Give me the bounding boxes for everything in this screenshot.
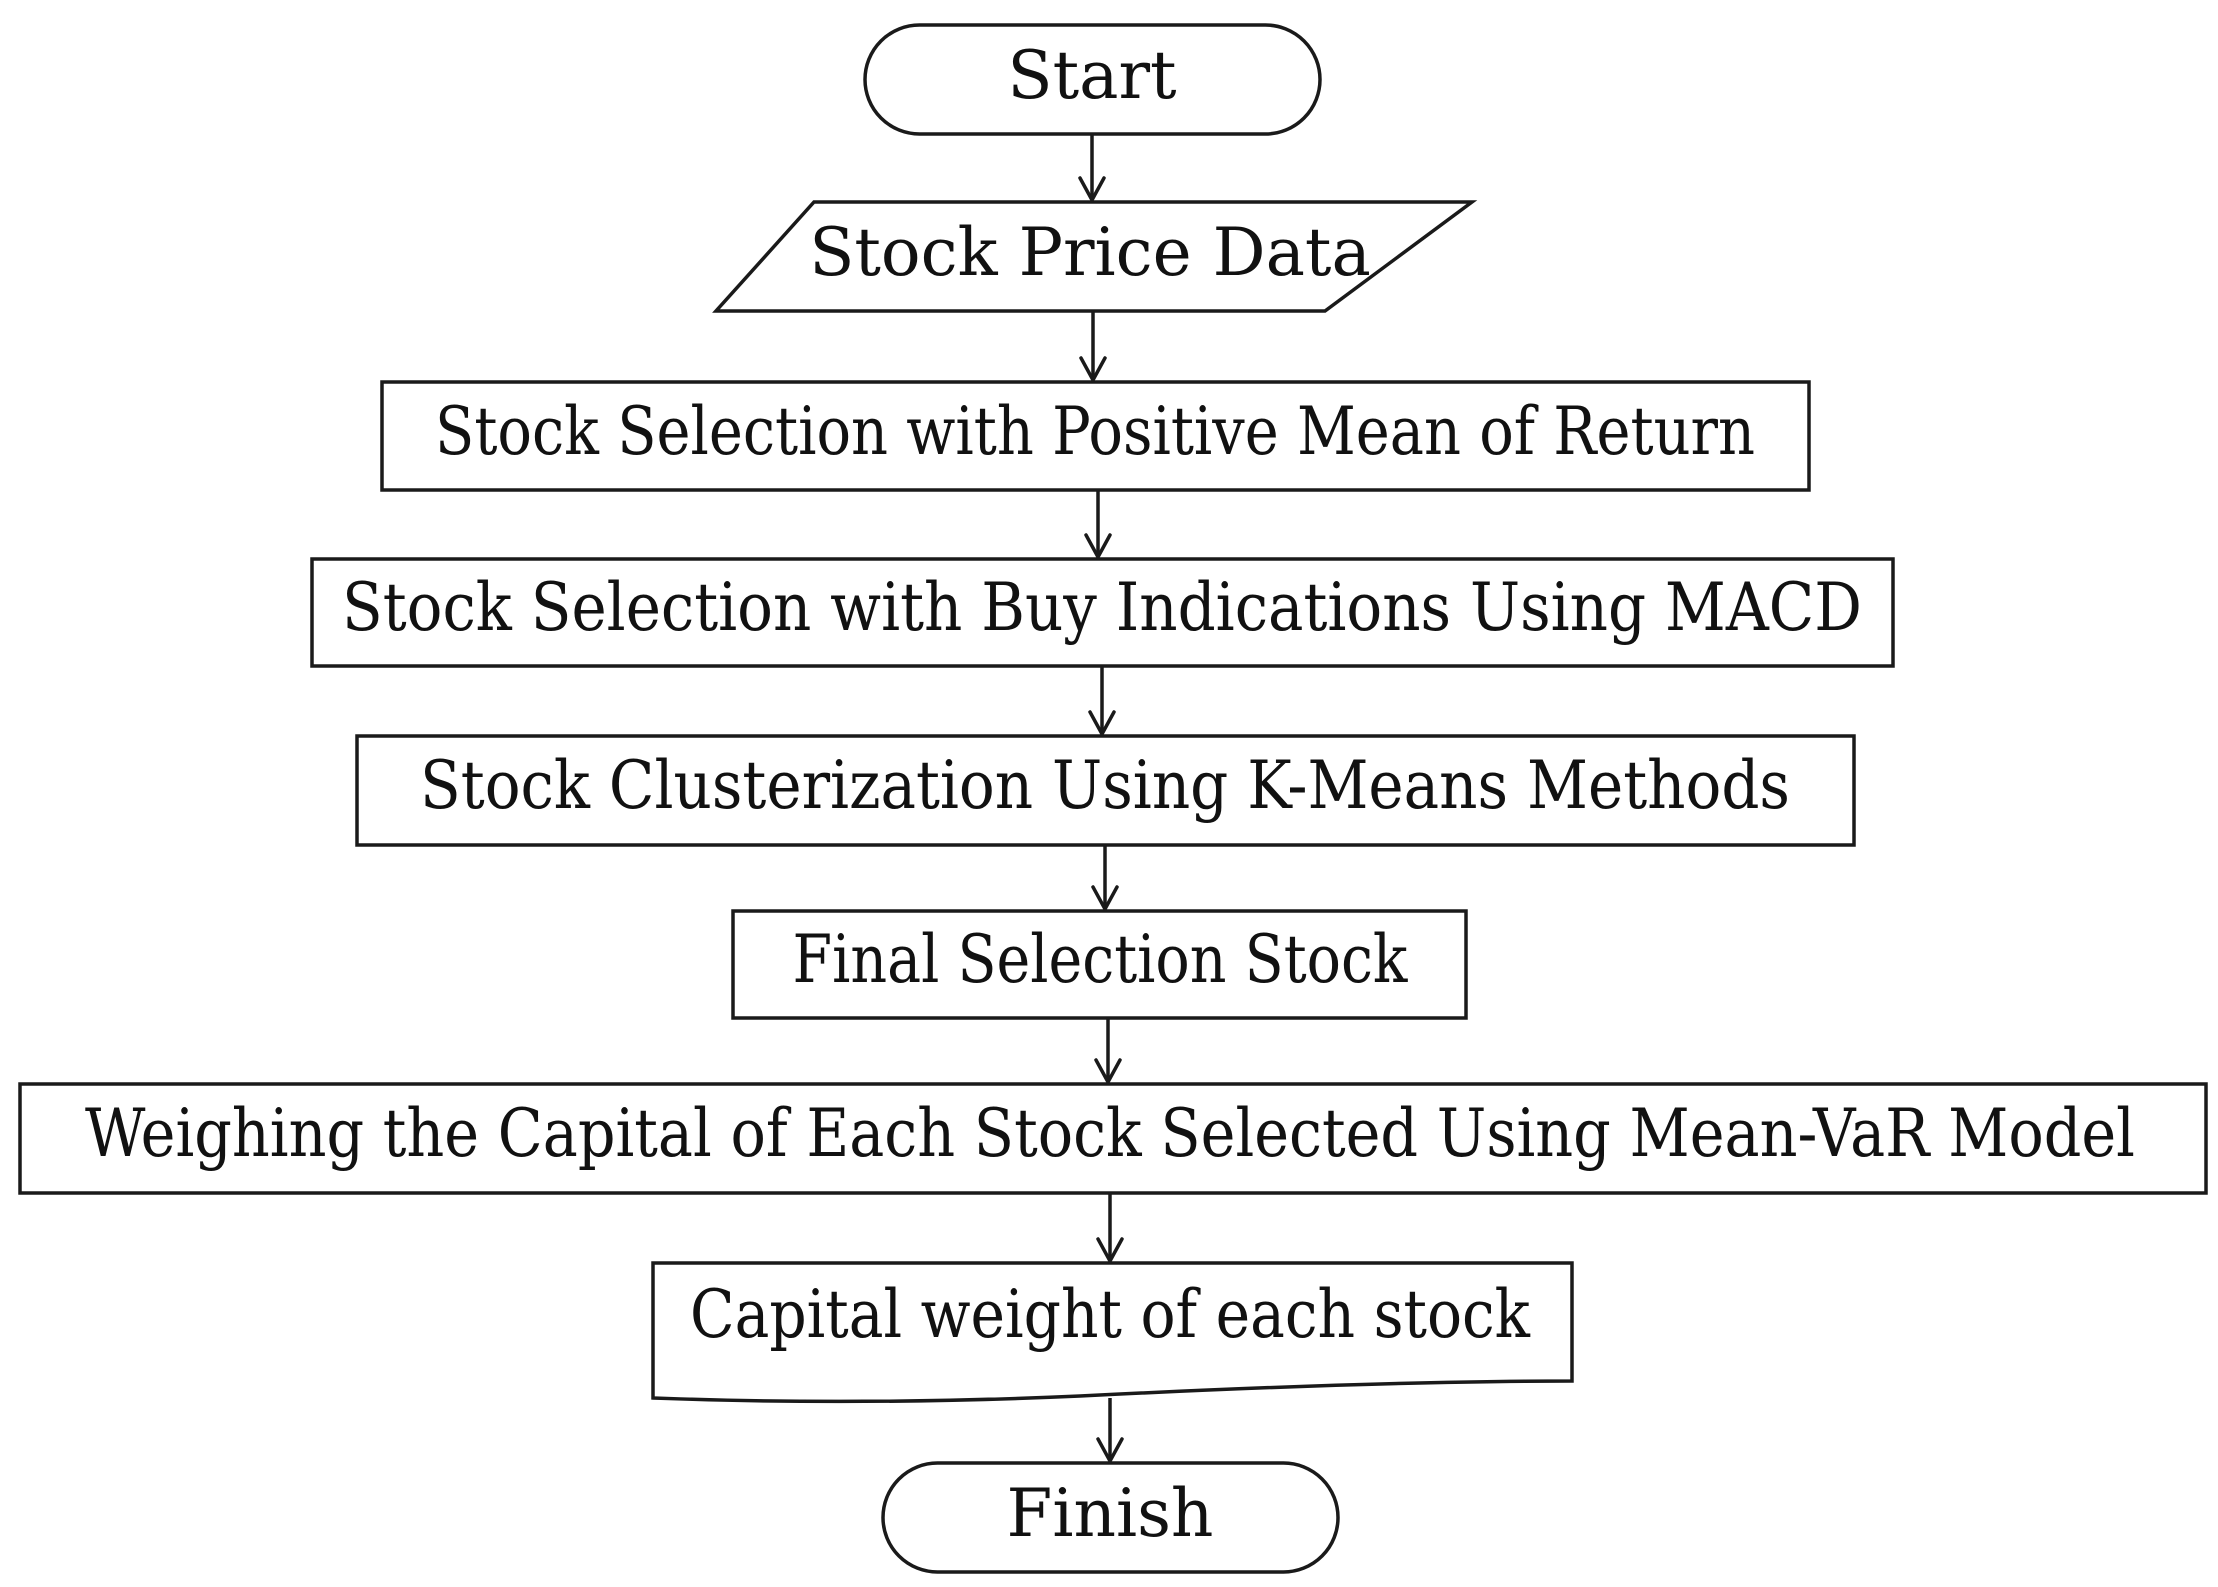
node-macd: Stock Selection with Buy Indications Usi… [310, 557, 1895, 668]
finish-terminator-shape [881, 1461, 1340, 1574]
capital-weight-document-shape [651, 1261, 1574, 1404]
finish-label: Finish [1007, 1475, 1214, 1552]
macd-process-shape [310, 557, 1895, 668]
node-start: Start [863, 23, 1322, 136]
arrow-start-to-stock-price-data [1078, 134, 1106, 202]
positive-mean-label: Stock Selection with Positive Mean of Re… [435, 393, 1755, 470]
final-selection-label: Final Selection Stock [793, 921, 1409, 998]
node-positive-mean: Stock Selection with Positive Mean of Re… [380, 380, 1811, 492]
arrow-kmeans-to-final-selection [1091, 845, 1119, 911]
arrow-capital-weight-to-finish [1096, 1398, 1124, 1463]
mean-var-process-shape [18, 1082, 2208, 1195]
arrow-mean-var-to-capital-weight [1096, 1193, 1124, 1263]
arrow-positive-mean-to-macd [1084, 490, 1112, 559]
stock-price-data-label: Stock Price Data [809, 214, 1371, 291]
positive-mean-process-shape [380, 380, 1811, 492]
mean-var-label: Weighing the Capital of Each Stock Selec… [85, 1095, 2135, 1172]
arrow-stock-price-data-to-positive-mean [1079, 311, 1107, 382]
kmeans-label: Stock Clusterization Using K-Means Metho… [420, 747, 1790, 824]
final-selection-process-shape [731, 909, 1468, 1020]
node-stock-price-data: Stock Price Data [712, 200, 1478, 313]
kmeans-process-shape [355, 734, 1856, 847]
stock-price-data-parallelogram-shape [712, 200, 1478, 313]
arrow-macd-to-kmeans [1088, 666, 1116, 736]
node-capital-weight: Capital weight of each stock [651, 1261, 1574, 1404]
capital-weight-label: Capital weight of each stock [690, 1276, 1531, 1353]
node-finish: Finish [881, 1461, 1340, 1574]
node-kmeans: Stock Clusterization Using K-Means Metho… [355, 734, 1856, 847]
start-label: Start [1007, 37, 1176, 114]
macd-label: Stock Selection with Buy Indications Usi… [342, 569, 1862, 646]
node-final-selection: Final Selection Stock [731, 909, 1468, 1020]
node-mean-var: Weighing the Capital of Each Stock Selec… [18, 1082, 2208, 1195]
arrow-final-selection-to-mean-var [1094, 1018, 1122, 1084]
